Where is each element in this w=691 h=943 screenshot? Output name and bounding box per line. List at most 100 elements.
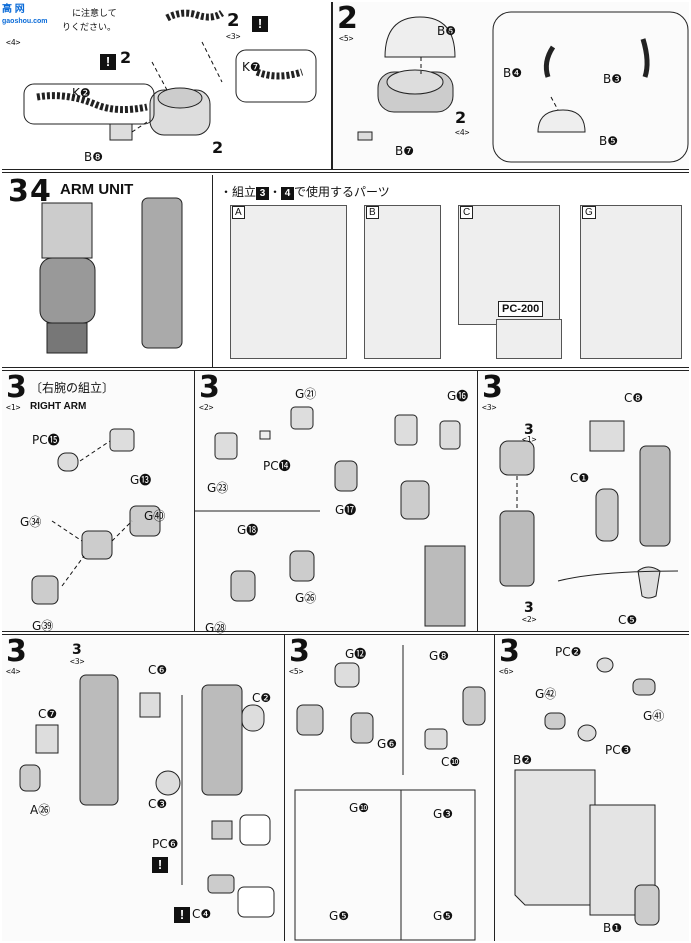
step-3-1-art	[31, 428, 161, 605]
exclamation-icon: !	[152, 857, 168, 873]
part-label: G⓬	[345, 647, 367, 661]
part-label: G❺	[329, 909, 350, 923]
step-3-6-art	[514, 657, 660, 926]
step-ref: 3	[524, 600, 534, 616]
panel-step-3-4: 3 <4> 3 <3> C❻ C❼ A㉖ C❷ C❸ PC❻ ! ! C❹	[2, 634, 285, 941]
step-number-4: 4	[30, 174, 51, 209]
step-ref-sub: <3>	[226, 32, 241, 41]
step-3-3-art	[499, 420, 679, 599]
panel-step-3-2: 3 <2> G㉑ G⓰ PC⓮ G㉓ G⓱ G⓲ G㉖ G㉘	[195, 370, 478, 635]
part-label: G㊶	[643, 709, 665, 723]
panel-step-3-1: 3 <1> 〔右腕の組立〕 RIGHT ARM PC⓯ G⓭ G㉞ G㊵ G㊴	[2, 370, 195, 633]
part-label: C❶	[570, 471, 590, 485]
part-label: G❻	[377, 737, 398, 751]
substep: <3>	[482, 403, 497, 412]
step-ref: 3	[524, 422, 534, 438]
arm-unit-title: ARM UNIT	[60, 181, 134, 198]
part-label: B❶	[603, 921, 622, 935]
step-ref-2: 2	[227, 10, 240, 31]
step-ref: 2	[455, 108, 467, 127]
panel-step-2-5-art	[357, 11, 689, 163]
step-number: 3	[6, 370, 27, 405]
runner-b	[364, 205, 441, 359]
step-number: 3	[482, 370, 503, 405]
caution-note-1: に注意して	[72, 8, 117, 18]
runner-g-label: G	[582, 206, 596, 219]
step-title: 〔右腕の組立〕	[30, 381, 115, 395]
part-label: C❽	[624, 391, 644, 405]
panel-step-3-6: 3 <6> PC❷ G㊷ G㊶ PC❸ B❷ B❶	[495, 634, 689, 941]
part-label: C❼	[38, 707, 58, 721]
step-number-3: 3	[8, 174, 29, 209]
part-label: B❷	[513, 753, 532, 767]
runner-a-label: A	[232, 206, 245, 219]
step-number: 3	[499, 634, 520, 669]
runner-pc200	[496, 319, 562, 359]
step-number: 3	[289, 634, 310, 669]
step-ref-2b: 2	[120, 48, 132, 67]
step-ref-sub: <2>	[522, 615, 537, 624]
step-ref: 3	[72, 642, 82, 658]
runner-a	[230, 205, 347, 359]
part-label: G㉖	[295, 591, 317, 605]
part-label: G㉑	[295, 387, 317, 401]
step-ref-sub: <3>	[70, 657, 85, 666]
part-label: G㉞	[20, 515, 42, 529]
caution-note-2: りください。	[62, 22, 117, 32]
part-label: PC⓮	[263, 459, 291, 473]
step-3-2-art	[195, 406, 466, 627]
step-subtitle: RIGHT ARM	[30, 401, 87, 412]
part-label: G❺	[433, 909, 454, 923]
substep: <5>	[339, 34, 354, 43]
part-label: G㊴	[32, 619, 54, 633]
part-label: G㉓	[207, 481, 229, 495]
arm-unit-art	[39, 175, 213, 367]
part-label: G㉘	[205, 621, 227, 635]
part-label: G⓭	[130, 473, 152, 487]
substep: <1>	[6, 403, 21, 412]
step-number: 3	[6, 634, 27, 669]
step-4-icon: 4	[281, 187, 295, 200]
exclamation-icon: !	[252, 16, 268, 32]
part-label: G⓱	[335, 503, 357, 517]
part-label: G❸	[433, 807, 454, 821]
part-label: K❼	[242, 60, 261, 74]
part-label: B❺	[599, 134, 618, 148]
part-label: PC❸	[605, 743, 632, 757]
part-label: A㉖	[30, 803, 51, 817]
part-label: K❷	[72, 86, 91, 100]
part-label: G㊷	[535, 687, 557, 701]
part-label: C❿	[441, 755, 461, 769]
part-label: C❺	[618, 613, 638, 627]
step-ref-sub: <4>	[455, 128, 470, 137]
step-3-5-art	[294, 645, 486, 941]
step-number: 3	[199, 370, 220, 405]
step-3-4-art	[19, 674, 275, 918]
part-label: PC⓯	[32, 433, 60, 447]
substep: <2>	[199, 403, 214, 412]
part-label: C❻	[148, 663, 168, 677]
panel-step-2-3: 2 <3> ! ! 2 2 K❷ K❼ B❽	[2, 2, 332, 170]
part-label: B❽	[84, 150, 103, 164]
part-label: C❸	[148, 797, 168, 811]
runner-c-label: C	[460, 206, 474, 219]
substep: <6>	[499, 667, 514, 676]
part-label: B❸	[603, 72, 622, 86]
part-label: G❽	[429, 649, 450, 663]
panel-step-2-3-art	[23, 9, 317, 141]
part-label: G㊵	[144, 509, 166, 523]
step-number: 2	[337, 1, 358, 36]
runner-g	[580, 205, 682, 359]
substep: <5>	[289, 667, 304, 676]
step-3-icon: 3	[256, 187, 270, 200]
part-label: G⓲	[237, 523, 259, 537]
part-label: G⓰	[447, 389, 469, 403]
part-label: C❷	[252, 691, 272, 705]
part-label: PC❻	[152, 837, 179, 851]
part-label: C❹	[192, 907, 212, 921]
step-ref-sub: <1>	[522, 435, 537, 444]
part-label: PC❷	[555, 645, 582, 659]
